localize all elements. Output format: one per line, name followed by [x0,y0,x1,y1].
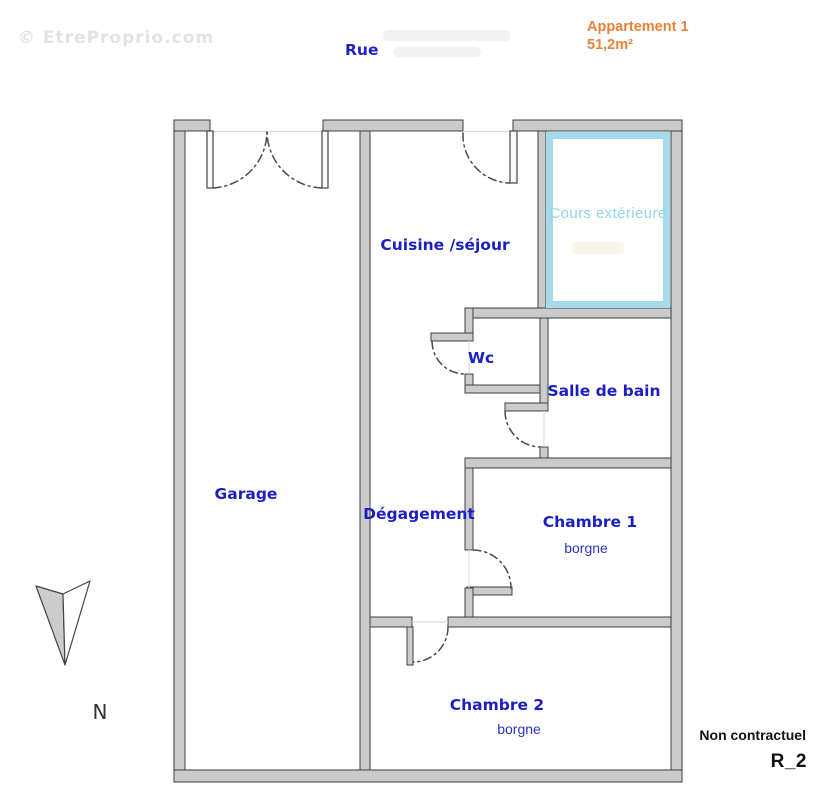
wall-segment [369,616,413,628]
north-compass: N [35,580,108,724]
wall-segment [504,402,549,412]
door-swing-arc [462,132,511,184]
door-leaf [206,130,214,189]
room-label-cours-exterieure: Cours extérieure [549,205,666,222]
wall-segment [512,119,683,132]
door-swing-arc [504,410,541,448]
walls [173,119,683,783]
watermark: © EtreProprio.com [18,28,214,48]
door-thresholds [210,130,545,623]
wall-segment [430,332,474,342]
door-swing-arc [266,131,323,189]
room-label-wc: Wc [468,349,494,367]
wall-segment [173,769,683,783]
apartment-area: 51,2m² [587,37,633,53]
door-leaf [509,130,518,184]
wall-segment [670,119,683,783]
redacted-blur [393,47,481,57]
wall-segment [537,130,547,309]
wall-segment [464,307,672,319]
disclaimer-text: Non contractuel [699,727,806,743]
street-label: Rue [345,41,378,59]
room-label-chambre-1: Chambre 1 [543,513,637,531]
north-arrow-left-half [35,585,66,666]
room-note-chambre-1: borgne [564,540,608,556]
wall-segment [464,384,549,394]
room-label-garage: Garage [215,485,278,503]
door-swing-arc [472,549,512,589]
room-label-degagement: Dégagement [363,505,475,523]
room-label-salle-de-bain: Salle de bain [547,382,660,400]
wall-segment [322,119,464,132]
courtyard-ghost-text [572,242,624,254]
room-label-chambre-2: Chambre 2 [450,696,544,714]
door-arcs [212,131,541,663]
room-label-cuisine-sejour: Cuisine /séjour [380,236,510,254]
redacted-blur [383,30,511,41]
north-arrow-right-half [62,580,91,666]
floor-level-label: R_2 [771,751,807,772]
wall-segment [466,586,513,596]
door-swing-arc [412,626,449,663]
wall-segment [173,119,186,783]
north-label: N [93,700,108,724]
wall-segment [173,119,211,132]
door-swing-arc [431,340,466,375]
apartment-title: Appartement 1 [587,19,689,35]
door-swing-arc [212,131,268,189]
room-labels: Garage Cuisine /séjour Cours extérieure … [215,205,667,737]
courtyard-frame [546,132,670,308]
wall-segment [447,616,672,628]
wall-segment [359,130,371,771]
door-leaves [206,130,518,189]
door-leaf [321,130,329,189]
wall-segment [464,457,672,469]
room-note-chambre-2: borgne [497,721,541,737]
wall-segment [406,626,414,666]
street-name-redacted [383,30,511,57]
